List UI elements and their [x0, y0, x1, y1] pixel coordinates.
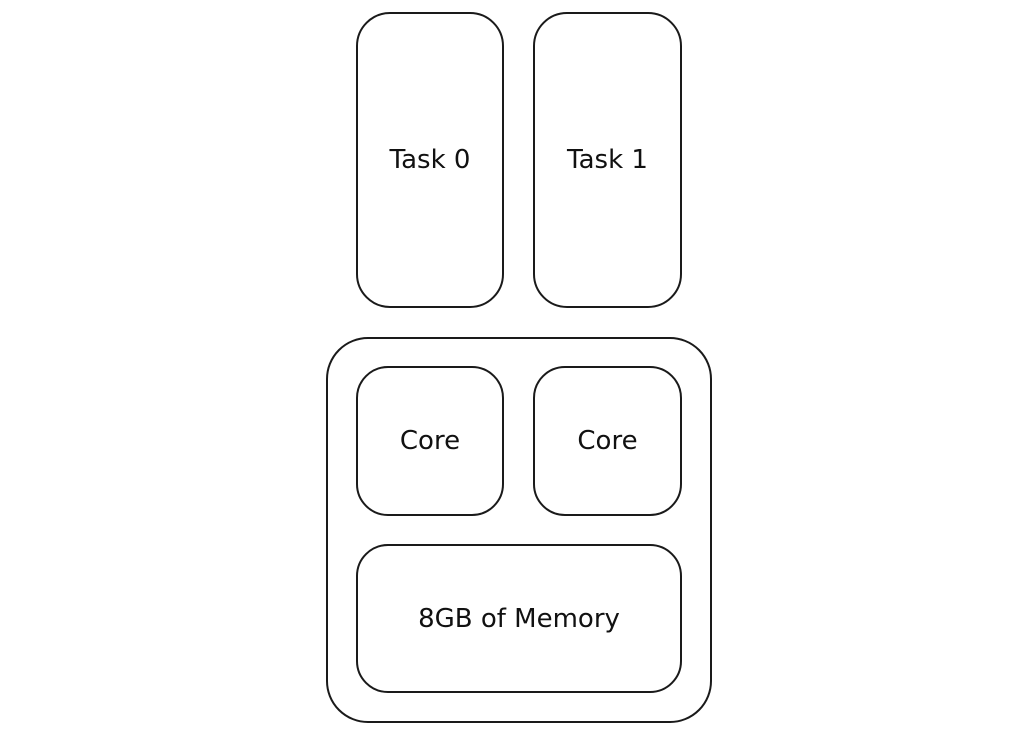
task-1-label: Task 1: [567, 145, 648, 175]
memory-box: 8GB of Memory: [356, 544, 682, 693]
core-0-label: Core: [399, 426, 461, 456]
core-0-box: Core: [356, 366, 504, 516]
core-1-box: Core: [533, 366, 682, 516]
task-1-box: Task 1: [533, 12, 682, 308]
core-1-label: Core: [577, 426, 638, 456]
task-0-label: Task 0: [389, 145, 471, 175]
memory-label: 8GB of Memory: [418, 603, 620, 634]
task-0-box: Task 0: [356, 12, 504, 308]
